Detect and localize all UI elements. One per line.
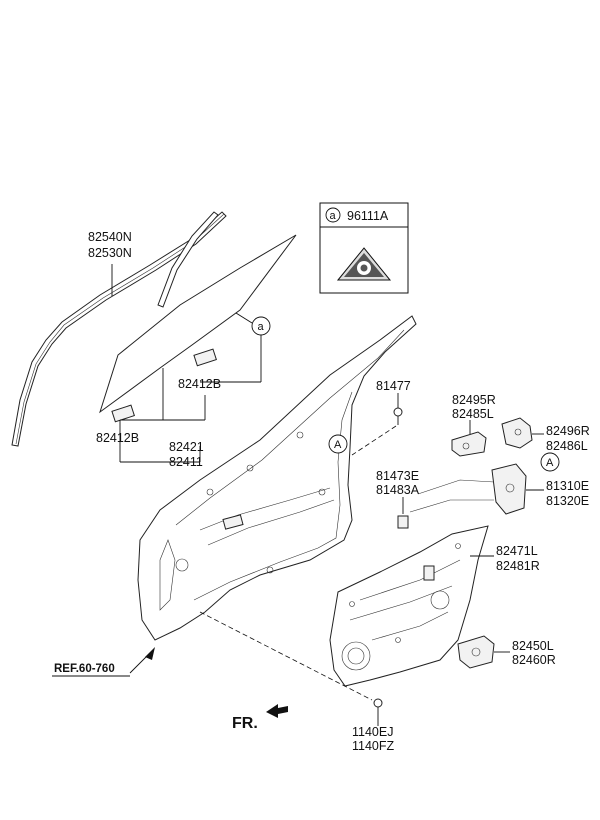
label-1140FZ: 1140FZ	[352, 739, 395, 753]
label-82412B-upper: 82412B	[178, 377, 221, 391]
label-81483A: 81483A	[376, 483, 420, 497]
label-82450L: 82450L	[512, 639, 554, 653]
label-82485L: 82485L	[452, 407, 494, 421]
svg-text:A: A	[546, 457, 554, 469]
leader-ref	[129, 652, 151, 674]
label-82460R: 82460R	[512, 653, 556, 667]
label-82496R: 82496R	[546, 424, 590, 438]
label-82481R: 82481R	[496, 559, 540, 573]
callout-box-96111A: a 96111A	[319, 202, 409, 294]
bolt-1140EJ	[373, 698, 383, 716]
front-arrow-icon	[266, 704, 288, 718]
bolt-81477	[393, 407, 403, 425]
hinge-upper-right	[501, 417, 533, 449]
svg-text:96111A: 96111A	[347, 209, 389, 223]
window-regulator-motor	[457, 635, 495, 669]
door-module-panel	[329, 525, 489, 687]
door-latch	[409, 463, 527, 515]
dash-1140EJ	[199, 611, 373, 701]
callout-A-right: A	[540, 452, 560, 472]
label-82495R: 82495R	[452, 393, 496, 407]
label-81320E: 81320E	[546, 494, 589, 508]
label-front: FR.	[232, 715, 258, 732]
warning-sticker-icon	[336, 247, 392, 281]
label-82471L: 82471L	[496, 544, 538, 558]
label-81310E: 81310E	[546, 479, 589, 493]
label-82412B-lower: 82412B	[96, 431, 139, 445]
svg-text:a: a	[258, 321, 265, 333]
label-82411: 82411	[169, 455, 203, 469]
door-glass	[99, 234, 297, 423]
callout-A-upper: A	[328, 434, 348, 454]
callout-a: a	[251, 316, 271, 336]
hinge-upper-left	[451, 431, 487, 457]
label-82530N: 82530N	[88, 246, 132, 260]
leader-glass-a	[235, 312, 253, 324]
label-81477: 81477	[376, 379, 411, 393]
dash-81477	[351, 425, 397, 456]
label-82421: 82421	[169, 440, 204, 454]
door-frame	[137, 315, 417, 641]
rod-clip	[397, 515, 409, 529]
svg-text:A: A	[334, 439, 342, 451]
svg-text:a: a	[330, 210, 337, 222]
window-moulding-strip	[11, 211, 227, 447]
label-ref: REF.60-760	[54, 663, 115, 675]
label-1140EJ: 1140EJ	[352, 725, 393, 739]
label-81473E: 81473E	[376, 469, 419, 483]
label-82540N: 82540N	[88, 230, 132, 244]
label-82486L: 82486L	[546, 439, 588, 453]
